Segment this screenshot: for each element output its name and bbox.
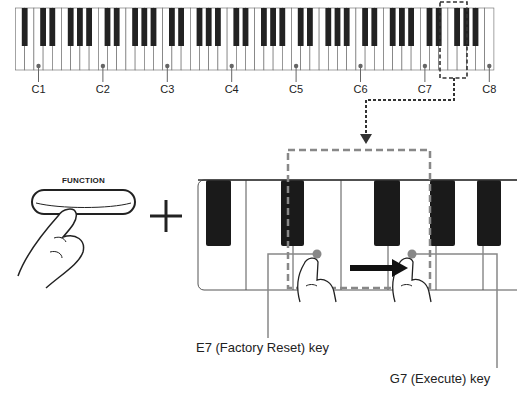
key-callout: E7 (Factory Reset) key [196,341,329,354]
plus-sign [165,200,168,232]
zoom-line [366,78,454,136]
leader-line [102,66,103,82]
hand [393,258,431,302]
hand-detail [306,285,317,287]
move-arrowhead [392,259,408,277]
leader-line [489,66,490,82]
black-key [362,8,368,46]
hand [298,258,336,302]
black-key [197,8,203,46]
black-key [141,8,147,46]
black-key [86,8,92,46]
leader-line [412,254,497,368]
black-key [335,8,341,46]
zoom-arrowhead [360,134,372,144]
black-key [307,8,313,46]
black-key [344,8,350,46]
black-key [298,8,304,46]
black-key [40,8,46,46]
black-key [77,8,83,46]
leader-line [38,66,39,82]
black-key [473,8,479,46]
leader-line [167,66,168,82]
key-callout: G7 (Execute) key [390,372,490,385]
function-button [32,190,135,214]
note-name: C7 [418,84,432,95]
leader-line [360,66,361,82]
note-name: C6 [353,84,367,95]
black-key [114,8,120,46]
hand-detail [50,237,66,258]
note-name: C4 [225,84,239,95]
black-key [178,8,184,46]
note-name: C5 [289,84,303,95]
key-dot [408,250,417,259]
note-name: C1 [31,84,45,95]
black-key [261,8,267,46]
black-key [279,8,285,46]
leader-line [424,66,425,82]
highlight-box [440,2,467,78]
black-key [169,8,175,46]
note-name: C3 [160,84,174,95]
black-key [105,8,111,46]
white-key [485,8,494,70]
black-key [233,8,239,46]
black-key [325,8,331,46]
black-key [132,8,138,46]
leader-line [296,66,297,82]
black-key [215,8,221,46]
black-key [390,8,396,46]
black-key [68,8,74,46]
button-shade [36,203,131,208]
black-key [427,8,433,46]
hand-detail [401,285,412,287]
move-arrow [350,265,394,271]
black-key [22,8,28,46]
black-key [454,8,460,46]
black-key [206,8,212,46]
full-keyboard [16,8,494,82]
key-dot [313,250,322,259]
note-name: C2 [96,84,110,95]
black-key [270,8,276,46]
hand [18,209,84,288]
button-label: FUNCTION [32,176,135,185]
black-key [49,8,55,46]
black-key [408,8,414,46]
black-key [243,8,249,46]
leader-line [231,66,232,82]
black-key [371,8,377,46]
button-node: FUNCTION [32,176,135,214]
black-key [151,8,157,46]
note-name: C8 [482,84,496,95]
black-key [399,8,405,46]
zoom-keyboard [198,180,517,290]
black-key [436,8,442,46]
